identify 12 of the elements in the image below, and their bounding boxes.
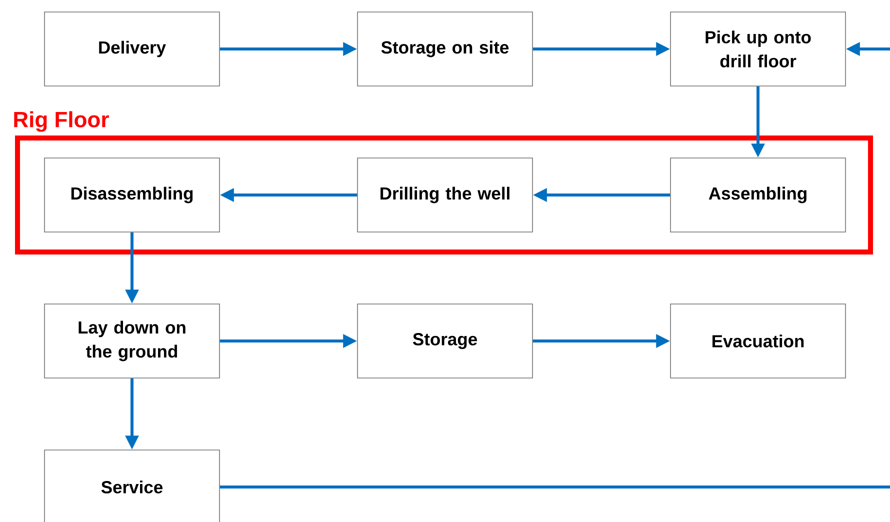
process-box: Storage on site: [357, 12, 533, 86]
process-box: Delivery: [44, 12, 220, 86]
process-box: Lay down on the ground: [44, 304, 220, 378]
process-box: Assembling: [670, 158, 846, 232]
process-box: Service: [44, 450, 220, 522]
frame-heading: Rig Floor: [14, 111, 109, 132]
process-box: Evacuation: [670, 304, 846, 378]
process-box: Pick up onto drill floor: [670, 12, 846, 86]
group-frame: [15, 136, 873, 254]
process-box: Drilling the well: [357, 158, 533, 232]
process-box: Disassembling: [44, 158, 220, 232]
process-box: Storage: [357, 304, 533, 378]
